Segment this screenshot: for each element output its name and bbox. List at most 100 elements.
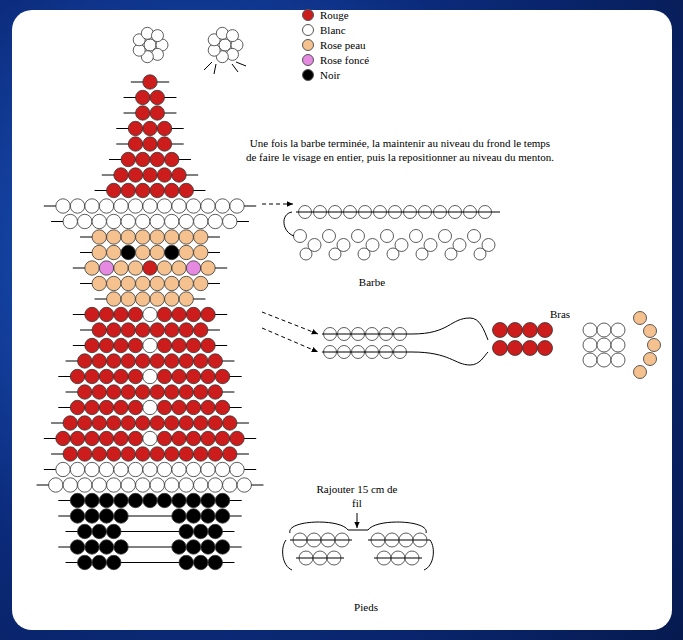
legend-swatch	[302, 39, 314, 51]
bead	[186, 493, 200, 507]
bead	[648, 339, 661, 352]
bead	[128, 261, 142, 275]
bead	[424, 239, 437, 252]
legend-label: Rouge	[320, 9, 349, 21]
bead	[107, 478, 121, 492]
bead	[136, 245, 150, 259]
bead	[56, 199, 70, 213]
bead	[150, 447, 164, 461]
bead	[114, 493, 128, 507]
bead	[92, 354, 106, 368]
part-name: Barbe	[332, 275, 412, 289]
bead	[143, 168, 157, 182]
bead	[172, 261, 186, 275]
bead	[194, 323, 208, 337]
bead	[121, 183, 135, 197]
bead	[85, 400, 99, 414]
bead	[201, 462, 215, 476]
bead	[583, 338, 597, 352]
bead	[508, 341, 523, 356]
legend-swatch	[302, 9, 314, 21]
legend-swatch	[302, 24, 314, 36]
bead	[99, 307, 113, 321]
bead	[223, 416, 237, 430]
bead	[85, 307, 99, 321]
bead	[179, 292, 193, 306]
bead	[49, 478, 63, 492]
bead	[107, 230, 121, 244]
bead	[121, 323, 135, 337]
bead	[114, 168, 128, 182]
bead	[230, 199, 244, 213]
bead	[78, 416, 92, 430]
bead	[493, 341, 508, 356]
bead	[150, 478, 164, 492]
bead	[114, 509, 128, 523]
bead	[121, 214, 135, 228]
bead	[201, 540, 215, 554]
bead	[597, 353, 611, 367]
bead	[85, 493, 99, 507]
bead	[237, 478, 251, 492]
bead	[194, 478, 208, 492]
bead	[128, 137, 142, 151]
bead	[201, 431, 215, 445]
bead	[92, 447, 106, 461]
bead	[136, 106, 150, 120]
bead	[99, 261, 113, 275]
bead	[644, 325, 657, 338]
bead	[143, 462, 157, 476]
bead	[128, 462, 142, 476]
bead	[583, 323, 597, 337]
instruction-note: Rajouter 15 cm de fil	[312, 482, 402, 511]
bead	[70, 462, 84, 476]
bead	[99, 369, 113, 383]
bead	[215, 400, 229, 414]
bead	[165, 183, 179, 197]
bead	[215, 369, 229, 383]
thread-line	[374, 558, 422, 559]
bead	[150, 323, 164, 337]
bead	[172, 431, 186, 445]
bead	[194, 214, 208, 228]
bead	[179, 524, 193, 538]
bead	[186, 509, 200, 523]
bead	[208, 555, 222, 569]
bead	[215, 431, 229, 445]
bead	[186, 199, 200, 213]
bead	[85, 540, 99, 554]
bead	[179, 416, 193, 430]
bead	[143, 199, 157, 213]
bead	[223, 214, 237, 228]
bead	[308, 239, 321, 252]
bead	[201, 509, 215, 523]
bead	[143, 121, 157, 135]
bead	[157, 400, 171, 414]
bead	[107, 214, 121, 228]
bead	[223, 478, 237, 492]
bead	[121, 245, 135, 259]
bead	[352, 230, 365, 243]
bead	[107, 524, 121, 538]
bead	[150, 152, 164, 166]
bead	[157, 121, 171, 135]
bead	[136, 230, 150, 244]
bead	[165, 276, 179, 290]
bead	[194, 230, 208, 244]
bead	[644, 353, 657, 366]
bead	[114, 431, 128, 445]
bead	[157, 338, 171, 352]
bead	[165, 214, 179, 228]
bead	[323, 230, 336, 243]
bead	[165, 292, 179, 306]
bead	[107, 183, 121, 197]
bead	[92, 245, 106, 259]
bead	[215, 199, 229, 213]
bead	[92, 230, 106, 244]
bead	[215, 493, 229, 507]
bead	[121, 478, 135, 492]
bead	[172, 168, 186, 182]
bead	[194, 385, 208, 399]
bead	[107, 323, 121, 337]
bead	[99, 509, 113, 523]
